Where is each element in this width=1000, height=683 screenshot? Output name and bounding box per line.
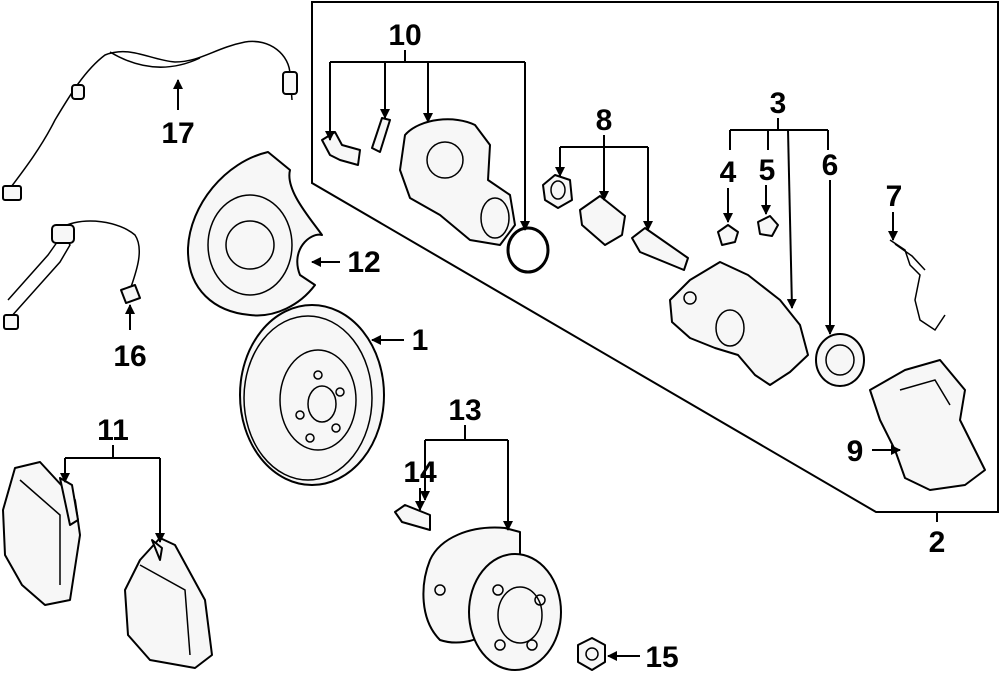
callout-4: 4 [720,156,737,189]
caliper-actuator [399,118,516,246]
callout-12: 12 [347,246,380,279]
hub-bolt [394,504,431,531]
leader-lines [60,50,938,661]
callout-2: 2 [929,526,946,559]
callout-7: 7 [886,180,903,213]
callout-3: 3 [770,87,787,120]
brake-pads [2,461,213,669]
callout-9: 9 [847,435,864,468]
bleeder-screw [717,224,739,246]
callout-15: 15 [645,641,678,674]
caliper-body [669,261,809,386]
callout-5: 5 [759,154,776,187]
callout-16: 16 [113,340,146,373]
callout-14: 14 [403,456,437,489]
hub-nut [577,637,606,671]
callout-6: 6 [822,149,839,182]
caliper-spring-clip [889,239,946,332]
caliper-bracket [869,359,986,491]
caliper-pin [371,117,391,153]
caliper-o-ring [506,226,550,274]
callout-11: 11 [97,414,129,447]
bleeder-cap [757,215,779,237]
callout-10: 10 [388,19,421,52]
caliper-piston-bolt [321,131,361,166]
callout-1: 1 [412,324,429,357]
guide-pin-sleeve [579,195,626,246]
guide-pin-boot [542,174,573,209]
piston-seal [815,333,865,387]
brake-rotor [239,304,385,486]
guide-pin [631,227,689,271]
wheel-hub-bearing [422,526,562,671]
callout-13: 13 [448,394,481,427]
callout-8: 8 [596,104,613,137]
abs-sensor-wire-upper [2,40,298,201]
brake-dust-shield [186,151,323,317]
callout-17: 17 [161,117,194,150]
abs-sensor-wire-lower [3,220,141,330]
